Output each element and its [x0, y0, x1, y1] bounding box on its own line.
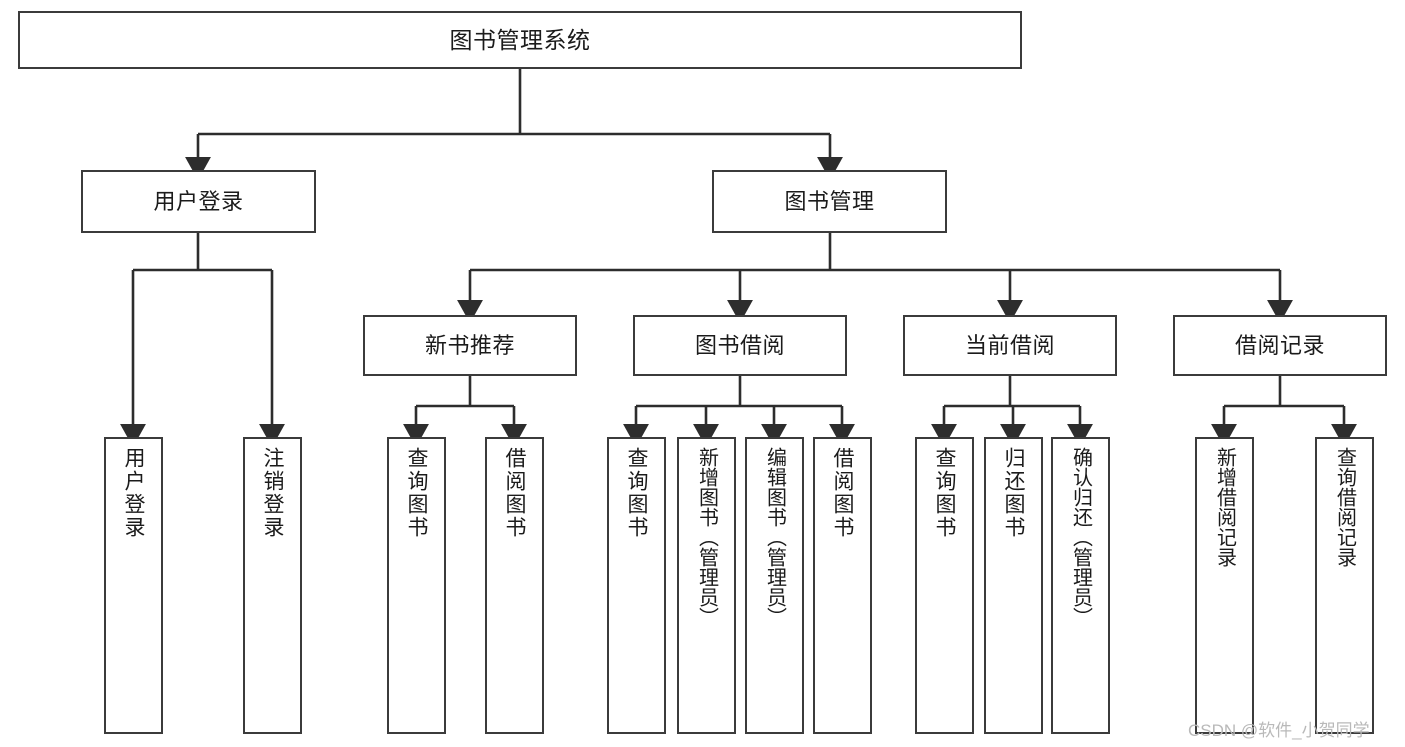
node-leaf-query-book-2-label: 查询图书: [625, 447, 648, 539]
node-leaf-edit-book-label: 编辑图书（管理员）: [763, 447, 786, 627]
node-leaf-user-logout[interactable]: 注销登录: [243, 437, 302, 734]
node-leaf-edit-book[interactable]: 编辑图书（管理员）: [745, 437, 804, 734]
node-leaf-confirm-return-label: 确认归还（管理员）: [1069, 447, 1092, 627]
node-book-borrow[interactable]: 图书借阅: [633, 315, 847, 376]
node-leaf-borrow-book-1-label: 借阅图书: [503, 447, 526, 539]
node-leaf-borrow-book-2[interactable]: 借阅图书: [813, 437, 872, 734]
node-root[interactable]: 图书管理系统: [18, 11, 1022, 69]
node-current-borrow[interactable]: 当前借阅: [903, 315, 1117, 376]
node-leaf-confirm-return[interactable]: 确认归还（管理员）: [1051, 437, 1110, 734]
node-current-borrow-label: 当前借阅: [964, 332, 1055, 358]
node-leaf-query-book-2[interactable]: 查询图书: [607, 437, 666, 734]
node-leaf-query-book-1-label: 查询图书: [405, 447, 428, 539]
node-leaf-user-logout-label: 注销登录: [261, 447, 284, 539]
node-new-book-recommend-label: 新书推荐: [424, 332, 515, 358]
node-user-login[interactable]: 用户登录: [81, 170, 316, 233]
node-new-book-recommend[interactable]: 新书推荐: [363, 315, 577, 376]
node-borrow-record[interactable]: 借阅记录: [1173, 315, 1387, 376]
node-leaf-add-book-label: 新增图书（管理员）: [695, 447, 718, 627]
node-leaf-borrow-book-2-label: 借阅图书: [831, 447, 854, 539]
node-leaf-query-book-3-label: 查询图书: [933, 447, 956, 539]
node-leaf-add-record-label: 新增借阅记录: [1213, 447, 1236, 567]
node-leaf-query-record-label: 查询借阅记录: [1333, 447, 1356, 567]
node-leaf-borrow-book-1[interactable]: 借阅图书: [485, 437, 544, 734]
node-book-borrow-label: 图书借阅: [694, 332, 785, 358]
node-leaf-add-record[interactable]: 新增借阅记录: [1195, 437, 1254, 734]
node-user-login-label: 用户登录: [153, 188, 244, 214]
node-leaf-user-login-label: 用户登录: [122, 447, 145, 539]
node-leaf-return-book[interactable]: 归还图书: [984, 437, 1043, 734]
node-leaf-add-book[interactable]: 新增图书（管理员）: [677, 437, 736, 734]
node-leaf-return-book-label: 归还图书: [1002, 447, 1025, 539]
node-root-label: 图书管理系统: [449, 26, 591, 53]
node-book-management-label: 图书管理: [784, 188, 875, 214]
node-borrow-record-label: 借阅记录: [1234, 332, 1325, 358]
node-book-management[interactable]: 图书管理: [712, 170, 947, 233]
node-leaf-query-record[interactable]: 查询借阅记录: [1315, 437, 1374, 734]
node-leaf-query-book-1[interactable]: 查询图书: [387, 437, 446, 734]
node-leaf-query-book-3[interactable]: 查询图书: [915, 437, 974, 734]
csdn-watermark: CSDN @软件_小贺同学: [1188, 721, 1370, 740]
node-leaf-user-login[interactable]: 用户登录: [104, 437, 163, 734]
